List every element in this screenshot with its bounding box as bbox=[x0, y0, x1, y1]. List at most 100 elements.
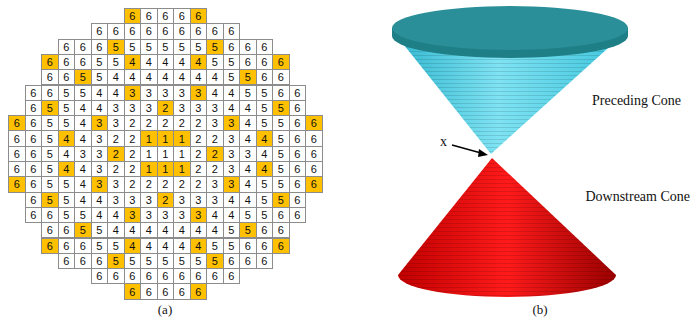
grid-cell: 3 bbox=[190, 85, 208, 101]
grid-cell: 6 bbox=[173, 23, 191, 39]
grid-cell: 4 bbox=[206, 85, 224, 101]
grid-cell: 4 bbox=[256, 146, 274, 162]
grid-cell: 4 bbox=[124, 54, 142, 70]
grid-cell: 3 bbox=[173, 192, 191, 208]
grid-cell: 6 bbox=[272, 54, 290, 70]
grid-cell: 6 bbox=[140, 23, 158, 39]
grid-cell: 6 bbox=[58, 69, 76, 85]
grid-cell: 6 bbox=[124, 268, 142, 284]
grid-cell: 4 bbox=[58, 161, 76, 177]
grid-cell: 6 bbox=[157, 8, 175, 24]
grid-cell: 6 bbox=[190, 268, 208, 284]
grid-cell: 4 bbox=[91, 192, 109, 208]
grid-cell: 6 bbox=[239, 253, 257, 269]
grid-cell: 5 bbox=[256, 115, 274, 131]
grid-cell: 5 bbox=[91, 69, 109, 85]
grid-cell: 6 bbox=[289, 146, 307, 162]
grid-cell: 1 bbox=[173, 161, 191, 177]
grid-cell: 5 bbox=[41, 115, 59, 131]
grid-cell: 6 bbox=[239, 39, 257, 55]
grid-cell: 6 bbox=[91, 39, 109, 55]
grid-cell: 4 bbox=[74, 100, 92, 116]
grid-cell: 5 bbox=[206, 238, 224, 254]
grid-cell: 4 bbox=[124, 69, 142, 85]
grid-cell: 3 bbox=[91, 146, 109, 162]
grid-cell: 6 bbox=[91, 23, 109, 39]
grid-cell: 6 bbox=[289, 100, 307, 116]
grid-cell: 6 bbox=[25, 161, 43, 177]
grid-cell: 6 bbox=[272, 85, 290, 101]
grid-cell: 2 bbox=[124, 115, 142, 131]
grid-cell: 6 bbox=[41, 54, 59, 70]
grid-cell: 5 bbox=[272, 161, 290, 177]
grid-cell: 6 bbox=[157, 283, 175, 299]
grid-cell: 5 bbox=[272, 130, 290, 146]
grid-cell: 2 bbox=[124, 130, 142, 146]
grid-cell: 6 bbox=[272, 238, 290, 254]
grid-cell: 2 bbox=[124, 161, 142, 177]
grid-cell: 6 bbox=[289, 192, 307, 208]
grid-cell: 6 bbox=[305, 176, 323, 192]
grid-cell: 2 bbox=[107, 161, 125, 177]
grid-cell: 6 bbox=[41, 207, 59, 223]
grid-cell: 3 bbox=[223, 176, 241, 192]
grid-cell: 5 bbox=[107, 238, 125, 254]
grid-cell: 3 bbox=[190, 100, 208, 116]
grid-cell: 6 bbox=[272, 69, 290, 85]
grid-cell: 5 bbox=[206, 54, 224, 70]
grid-cell: 6 bbox=[256, 69, 274, 85]
grid-cell: 6 bbox=[289, 115, 307, 131]
grid-cell: 5 bbox=[41, 146, 59, 162]
grid-cell: 4 bbox=[58, 130, 76, 146]
grid-cell: 6 bbox=[107, 268, 125, 284]
grid-cell: 4 bbox=[256, 161, 274, 177]
grid-cell: 2 bbox=[157, 115, 175, 131]
grid-cell: 5 bbox=[239, 85, 257, 101]
grid-cell: 4 bbox=[173, 222, 191, 238]
grid-cell: 4 bbox=[91, 207, 109, 223]
grid-cell: 5 bbox=[124, 39, 142, 55]
grid-cell: 6 bbox=[173, 283, 191, 299]
grid-cell: 6 bbox=[25, 146, 43, 162]
grid-cell: 6 bbox=[223, 268, 241, 284]
grid-cell: 6 bbox=[305, 161, 323, 177]
grid-cell: 6 bbox=[272, 222, 290, 238]
grid-cell: 4 bbox=[124, 238, 142, 254]
grid-cell: 5 bbox=[272, 100, 290, 116]
grid-cell: 5 bbox=[58, 85, 76, 101]
grid-cell: 6 bbox=[173, 268, 191, 284]
grid-cell: 3 bbox=[124, 85, 142, 101]
grid-cell: 3 bbox=[223, 161, 241, 177]
grid-cell: 3 bbox=[107, 192, 125, 208]
grid-cell: 4 bbox=[239, 100, 257, 116]
cone-label: Downstream Cone bbox=[585, 189, 690, 205]
grid-cell: 5 bbox=[41, 176, 59, 192]
grid-cell: 3 bbox=[206, 115, 224, 131]
grid-cell: 4 bbox=[140, 69, 158, 85]
grid-cell: 4 bbox=[239, 115, 257, 131]
grid-cell: 6 bbox=[305, 130, 323, 146]
grid-cell: 3 bbox=[173, 207, 191, 223]
grid-cell: 2 bbox=[206, 146, 224, 162]
grid-cell: 4 bbox=[173, 54, 191, 70]
grid-cell: 6 bbox=[8, 130, 26, 146]
grid-cell: 3 bbox=[157, 85, 175, 101]
grid-cell: 4 bbox=[74, 192, 92, 208]
grid-cell: 5 bbox=[107, 39, 125, 55]
grid-cell: 5 bbox=[157, 253, 175, 269]
grid-cell: 6 bbox=[58, 54, 76, 70]
grid-cell: 6 bbox=[41, 69, 59, 85]
grid-cell: 5 bbox=[58, 176, 76, 192]
grid-cell: 2 bbox=[140, 115, 158, 131]
grid-cell: 6 bbox=[91, 253, 109, 269]
grid-cell: 3 bbox=[124, 207, 142, 223]
grid-cell: 2 bbox=[140, 176, 158, 192]
grid-cell: 5 bbox=[223, 238, 241, 254]
downstream-cone-texture bbox=[398, 158, 616, 297]
grid-cell: 3 bbox=[223, 146, 241, 162]
grid-cell: 2 bbox=[190, 130, 208, 146]
grid-cell: 2 bbox=[206, 161, 224, 177]
grid-cell: 1 bbox=[157, 146, 175, 162]
grid-cell: 4 bbox=[190, 238, 208, 254]
grid-cell: 5 bbox=[74, 85, 92, 101]
